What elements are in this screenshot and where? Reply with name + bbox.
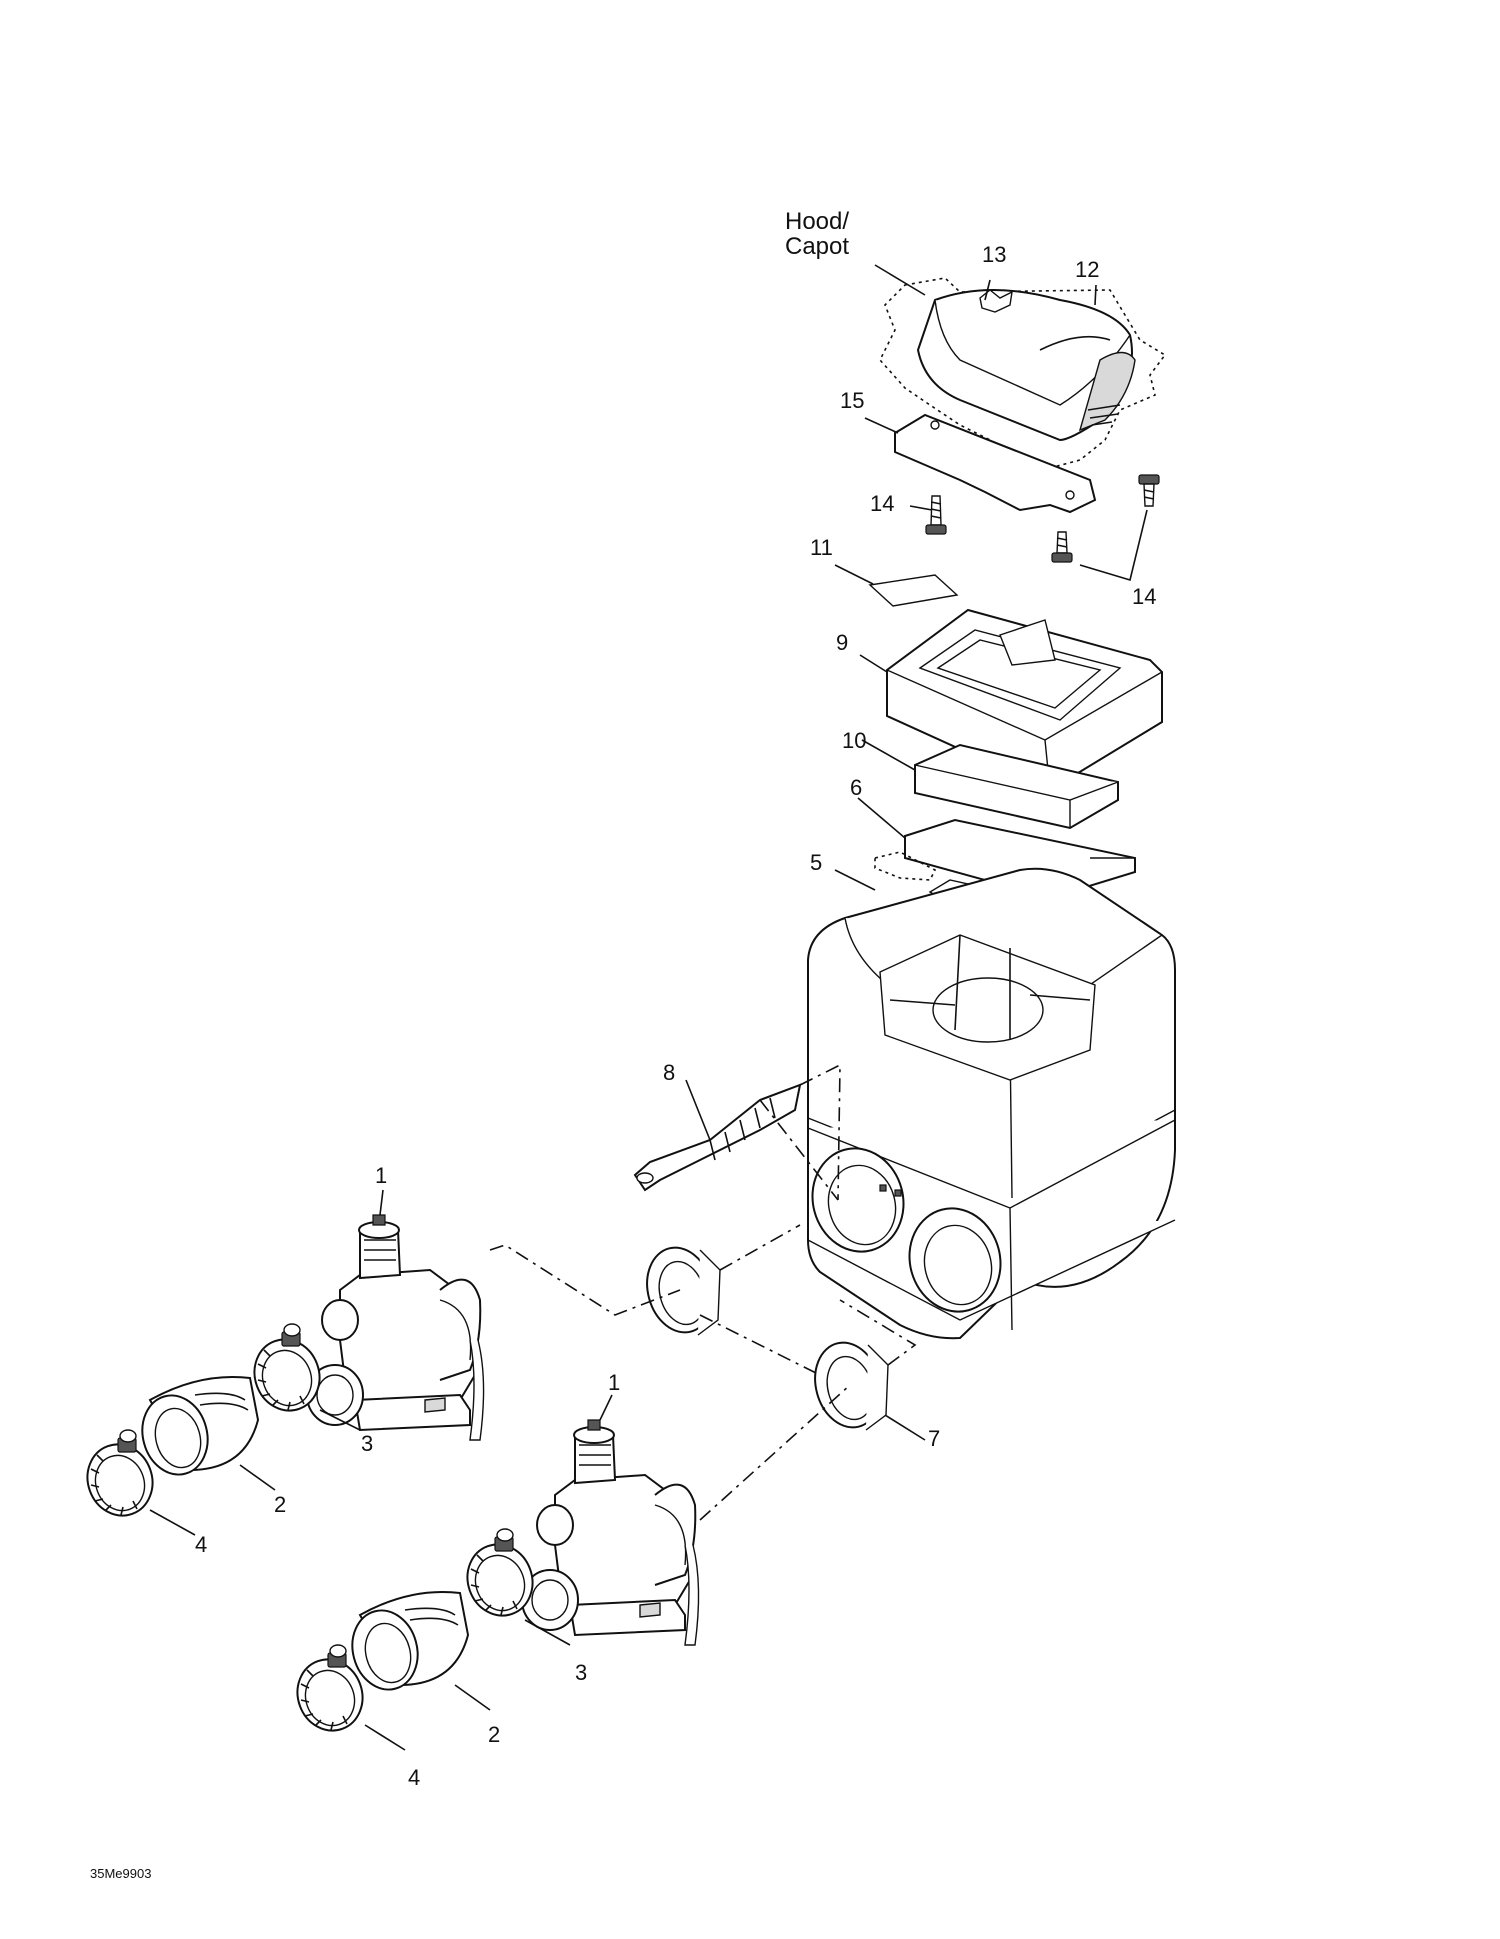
assembly-lines xyxy=(489,1063,917,1521)
callout-1-lower: 1 xyxy=(608,1370,620,1395)
callout-numbers: 1 1 2 2 3 3 4 4 5 6 7 8 9 10 11 12 13 14… xyxy=(195,242,1156,1790)
label-part-11 xyxy=(868,574,959,607)
drawing-code: 35Me9903 xyxy=(90,1866,151,1881)
clamp-part-3-upper xyxy=(253,1323,321,1412)
screw-part-14-mid xyxy=(1051,531,1073,563)
leader-lines xyxy=(149,264,1148,1751)
decal-part-13 xyxy=(979,289,1013,313)
rubber-adapter-part-2-lower xyxy=(351,1590,470,1691)
clamp-part-3-lower xyxy=(466,1528,534,1617)
callout-2-lower: 2 xyxy=(488,1722,500,1747)
filter-frame-part-9 xyxy=(886,608,1163,792)
screw-part-14-left xyxy=(925,495,947,535)
rubber-adapter-part-2-upper xyxy=(141,1375,260,1476)
air-box-housing xyxy=(807,867,1176,1340)
silencer-cover-part-12 xyxy=(916,289,1136,442)
callout-14-right: 14 xyxy=(1132,584,1156,609)
clamp-part-4-lower xyxy=(296,1644,364,1732)
callout-10: 10 xyxy=(842,728,866,753)
callout-15: 15 xyxy=(840,388,864,413)
strap-part-8 xyxy=(633,1083,802,1192)
callout-3-lower: 3 xyxy=(575,1660,587,1685)
callout-9: 9 xyxy=(836,630,848,655)
hood-label-fr: Capot xyxy=(785,233,849,260)
callout-3-upper: 3 xyxy=(361,1431,373,1456)
callout-5: 5 xyxy=(810,850,822,875)
hood-label: Hood/ Capot xyxy=(785,208,849,260)
callout-4-upper: 4 xyxy=(195,1532,207,1557)
callout-1-upper: 1 xyxy=(375,1163,387,1188)
callout-7: 7 xyxy=(928,1426,940,1451)
adapter-ring-part-7-lower xyxy=(814,1341,889,1431)
support-plate-part-15 xyxy=(894,413,1097,514)
callout-13: 13 xyxy=(982,242,1006,267)
hood-label-en: Hood/ xyxy=(785,208,849,235)
callout-11: 11 xyxy=(810,535,833,560)
callout-12: 12 xyxy=(1075,257,1099,282)
callout-4-lower: 4 xyxy=(408,1765,420,1790)
carburetor-part-1-upper xyxy=(306,1214,485,1441)
callout-14-left: 14 xyxy=(870,491,894,516)
callout-8: 8 xyxy=(663,1060,675,1085)
callout-2-upper: 2 xyxy=(274,1492,286,1517)
screw-part-14-right xyxy=(1138,474,1160,507)
foam-filter-part-10 xyxy=(914,743,1119,830)
callout-6: 6 xyxy=(850,775,862,800)
clamp-part-4-upper xyxy=(86,1429,154,1517)
carburetor-part-1-lower xyxy=(521,1419,700,1646)
